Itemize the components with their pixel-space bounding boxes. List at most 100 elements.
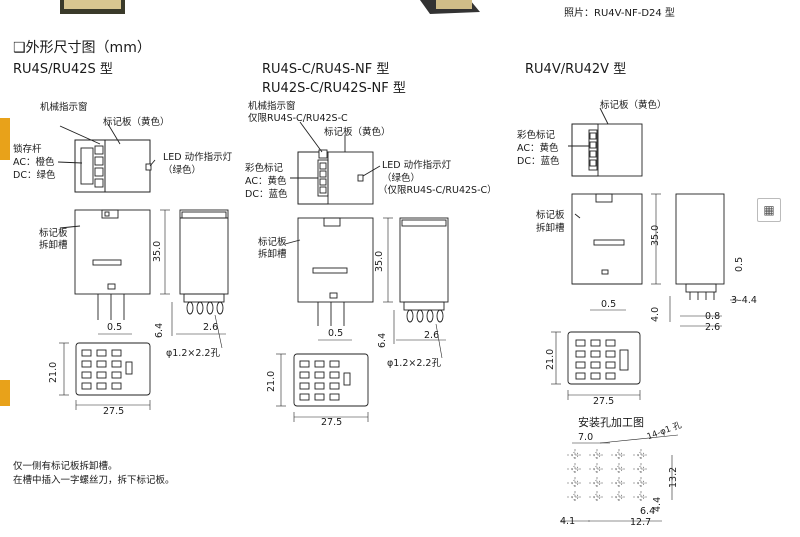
terminal-pad [111, 360, 122, 368]
dim-275b: 27.5 [321, 417, 343, 428]
section-title: ❑外形尺寸图（mm） [13, 40, 151, 56]
drawing-ru4s-front [59, 209, 170, 335]
terminal-pad [96, 382, 107, 390]
terminal-pad [111, 382, 122, 390]
label-mech-window-2: 机械指示窗 [248, 101, 296, 112]
dim-26a: 2.6 [203, 322, 219, 333]
terminal-pad [299, 371, 310, 379]
terminal-pads [575, 339, 616, 380]
scan-icon[interactable]: ▦ [757, 198, 781, 222]
note-line-1: 仅一侧有标记板拆卸槽。 [13, 461, 118, 472]
label-lock-lever: 锁存杆 [13, 144, 42, 155]
label-color-mark-3: 彩色标记 [517, 130, 556, 141]
terminal-pad [605, 350, 616, 358]
terminal-pad [96, 360, 107, 368]
label-led: LED 动作指示灯 [163, 152, 233, 163]
terminal-pad [96, 349, 107, 357]
drawing-ru4v-front [571, 193, 661, 311]
drawing-ru4s-top [57, 123, 156, 193]
dim-26c: 2.6 [705, 322, 721, 333]
mounting-hole-pattern [560, 434, 679, 522]
terminal-pad [590, 361, 601, 369]
drawing-ru4sc-side [393, 217, 449, 359]
dim-35c: 35.0 [650, 224, 661, 246]
dim-210b: 21.0 [266, 370, 277, 392]
drawing-ru4v-bottom [551, 331, 641, 400]
drawing-ru4sc-top [290, 121, 381, 205]
dim-h70: 7.0 [578, 432, 594, 443]
terminal-pad [329, 360, 340, 368]
relay-photo-fragment [60, 0, 480, 14]
dim-h64: 6.4 [640, 506, 656, 517]
terminal-pad [299, 360, 310, 368]
dim-hole-a: φ1.2×2.2孔 [166, 348, 220, 359]
drawing-ru4sc-bottom [276, 353, 369, 422]
terminal-pad [81, 349, 92, 357]
terminal-pad [575, 361, 586, 369]
label-only-c: 仅限RU4S-C/RU42S-C [248, 113, 348, 124]
label-plate-slot2-a: 标记板 [258, 237, 287, 248]
label-plate-slot3-b: 拆卸槽 [536, 223, 565, 234]
label-ac-orange: AC：橙色 [13, 157, 55, 168]
dim-hole-b: φ1.2×2.2孔 [387, 358, 441, 369]
model-heading-2b: RU42S-C/RU42S-NF 型 [262, 81, 406, 96]
page-edge-tab [0, 118, 10, 160]
label-plate-slot3-a: 标记板 [536, 210, 565, 221]
model-heading-2a: RU4S-C/RU4S-NF 型 [262, 62, 390, 77]
terminal-pads [299, 360, 340, 401]
dim-275a: 27.5 [103, 406, 125, 417]
label-plate-slot-b: 拆卸槽 [39, 240, 68, 251]
terminal-pad [299, 382, 310, 390]
label-plate-slot-a: 标记板 [39, 228, 68, 239]
terminal-pad [314, 393, 325, 401]
terminal-pad [329, 393, 340, 401]
page-edge-tab [0, 380, 10, 406]
dim-08c: 0.8 [705, 311, 721, 322]
label-ac-yellow-3: AC：黄色 [517, 143, 559, 154]
dim-h132: 13.2 [668, 466, 679, 488]
dim-35a: 35.0 [152, 240, 163, 262]
model-heading-1: RU4S/RU42S 型 [13, 62, 113, 77]
terminal-pad [590, 350, 601, 358]
note-line-2: 在槽中插入一字螺丝刀，拆下标记板。 [13, 475, 175, 486]
terminal-pad [299, 393, 310, 401]
label-plate-slot2-b: 拆卸槽 [258, 249, 287, 260]
label-dc-blue-3: DC：蓝色 [517, 156, 560, 167]
dim-26b: 2.6 [424, 330, 440, 341]
terminal-pad [111, 349, 122, 357]
dim-05c: 0.5 [601, 299, 617, 310]
dim-210c: 21.0 [545, 348, 556, 370]
hole-title: 安装孔加工图 [578, 416, 644, 429]
drawing-ru4v-side [669, 193, 738, 327]
label-color-mark: 彩色标记 [245, 163, 284, 174]
terminal-pad [575, 350, 586, 358]
terminal-pad [314, 371, 325, 379]
terminal-pad [111, 371, 122, 379]
model-heading-3: RU4V/RU42V 型 [525, 62, 627, 77]
terminal-pad [329, 371, 340, 379]
terminal-pad [605, 372, 616, 380]
drawing-ru4s-bottom [59, 342, 151, 410]
terminal-pad [81, 360, 92, 368]
drawing-ru4v-top [568, 107, 643, 177]
drawing-ru4sc-front [284, 217, 393, 341]
label-marker-plate: 标记板（黄色） [103, 117, 170, 128]
label-led-only: （仅限RU4S-C/RU42S-C） [378, 185, 497, 196]
label-marker-plate-3: 标记板（黄色） [600, 100, 667, 111]
terminal-pad [329, 382, 340, 390]
dim-64a: 6.4 [154, 322, 165, 338]
terminal-pad [81, 382, 92, 390]
dim-35b: 35.0 [374, 250, 385, 272]
label-mech-window: 机械指示窗 [40, 102, 88, 113]
dim-05c2: 0.5 [734, 256, 745, 272]
dim-210a: 21.0 [48, 361, 59, 383]
label-led-green-2: （绿色） [382, 173, 421, 184]
label-dc-blue: DC：蓝色 [245, 189, 288, 200]
dim-h127: 12.7 [630, 517, 652, 528]
dim-05a: 0.5 [107, 322, 123, 333]
terminal-pads [81, 349, 122, 390]
dim-275c: 27.5 [593, 396, 615, 407]
dim-3-44: 3–4.4 [731, 295, 757, 306]
